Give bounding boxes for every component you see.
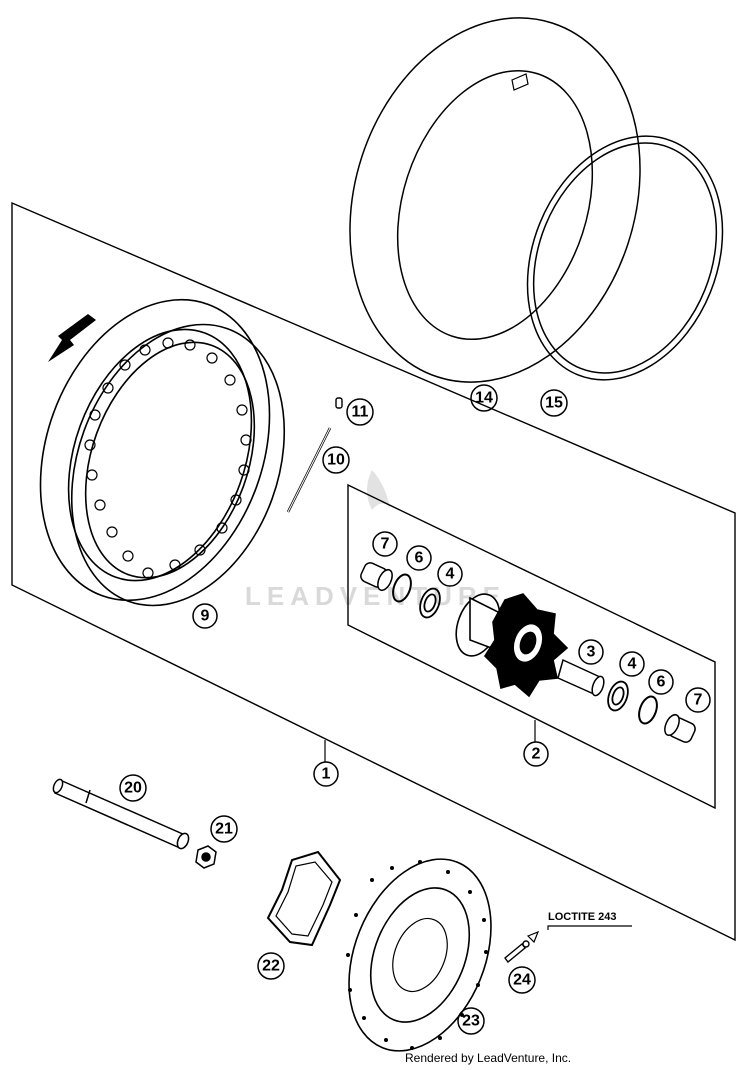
watermark: LEADVENTURE (245, 470, 500, 611)
rim-band (526, 135, 724, 381)
svg-text:10: 10 (327, 452, 345, 469)
brake-disc (346, 858, 492, 1052)
loctite-leader (547, 925, 632, 930)
callout-4-right: 4 (619, 651, 645, 677)
callout-21: 21 (210, 815, 238, 843)
spacer-tube (557, 658, 605, 697)
svg-text:4: 4 (446, 566, 455, 583)
callout-22: 22 (257, 952, 285, 980)
callout-6-right: 6 (648, 669, 674, 695)
callout-23: 23 (457, 1007, 485, 1035)
callout-7-left: 7 (372, 531, 398, 557)
svg-text:4: 4 (628, 656, 637, 673)
callout-11: 11 (346, 398, 374, 426)
bearing-right (607, 680, 629, 712)
leader-lines (324, 720, 536, 762)
loctite-note: LOCTITE 243 (548, 911, 616, 923)
svg-text:11: 11 (352, 404, 369, 421)
bushing-left (360, 562, 393, 592)
callout-3: 3 (578, 639, 604, 665)
callout-4-left: 4 (437, 561, 463, 587)
callout-6-left: 6 (406, 545, 432, 571)
brake-disc-holes (346, 860, 488, 1050)
render-credit: Rendered by LeadVenture, Inc. (405, 1051, 571, 1065)
svg-text:3: 3 (587, 644, 596, 661)
seal-left (392, 573, 412, 603)
svg-text:22: 22 (262, 958, 280, 975)
bushing-right (664, 713, 696, 743)
spoke (286, 427, 332, 513)
svg-text:24: 24 (513, 972, 531, 989)
callout-24: 24 (508, 966, 536, 994)
hub-assembly-outline (347, 483, 716, 810)
disc-spacer-ring (266, 850, 342, 947)
svg-text:14: 14 (475, 390, 493, 407)
svg-text:21: 21 (215, 821, 233, 838)
callout-1: 1 (313, 761, 339, 787)
callout-14: 14 (470, 384, 498, 412)
callout-15: 15 (540, 389, 568, 417)
loctite-drop-icon (526, 930, 540, 944)
rotation-arrow-icon (48, 314, 96, 362)
svg-text:7: 7 (381, 536, 390, 553)
rim-spoke-holes (84, 337, 252, 579)
svg-text:6: 6 (657, 674, 666, 691)
callout-20: 20 (119, 774, 147, 802)
rim (39, 298, 286, 607)
svg-text:9: 9 (201, 608, 210, 625)
bearing-left (419, 587, 441, 619)
hub-body (455, 593, 569, 698)
callout-2: 2 (523, 741, 549, 767)
svg-text:7: 7 (694, 692, 703, 709)
callout-7-right: 7 (685, 687, 711, 713)
svg-text:23: 23 (462, 1013, 480, 1030)
wheel-assembly-outline (11, 201, 736, 942)
callout-10: 10 (322, 446, 350, 474)
disc-bolt (504, 940, 530, 964)
callout-9: 9 (192, 603, 218, 629)
svg-text:1: 1 (322, 766, 331, 783)
axle (52, 778, 190, 850)
tire (349, 17, 641, 383)
svg-text:20: 20 (124, 780, 142, 797)
svg-text:6: 6 (415, 550, 424, 567)
spoke-nipple (335, 397, 343, 409)
svg-text:2: 2 (532, 746, 541, 763)
svg-text:15: 15 (545, 395, 563, 412)
seal-right (638, 695, 658, 725)
axle-nut (195, 845, 217, 869)
